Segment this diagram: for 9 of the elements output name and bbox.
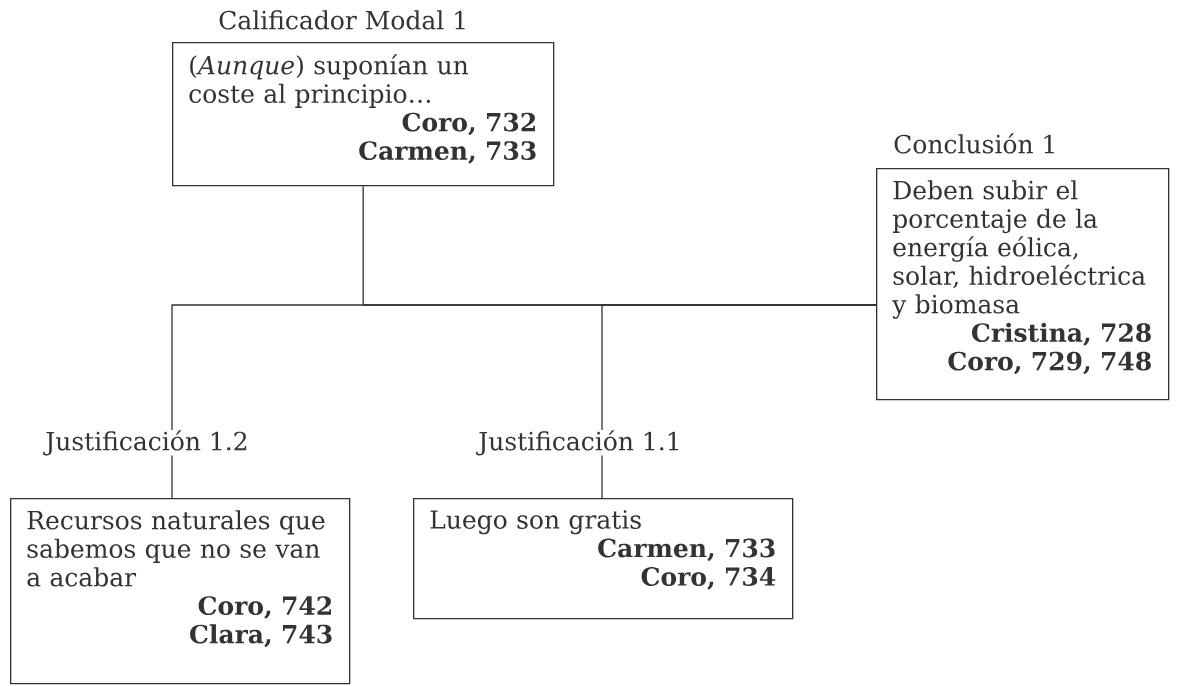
box-heading: Calificador Modal 1 [219,10,465,30]
argument-box: Luego son gratis Carmen, 733 Coro, 734 [413,498,794,620]
argument-box: Deben subir el porcentaje de la energía eólica, solar, hidroeléctrica y biomasa Cristina, 728 Coro, 729, 748 [876,168,1170,401]
box-heading: Justificación 1.2 [43,430,247,456]
box-heading: Conclusión 1 [894,133,1054,154]
argument-box: (Aunque) suponían un coste al principio… Coro, 732 Carmen, 733 [172,42,555,187]
connector-line [601,304,877,431]
argument-box: Recursos naturales que sabemos que no se van a acabar Coro, 742 Clara, 743 [10,498,351,685]
box-heading: Justificación 1.1 [476,430,679,456]
